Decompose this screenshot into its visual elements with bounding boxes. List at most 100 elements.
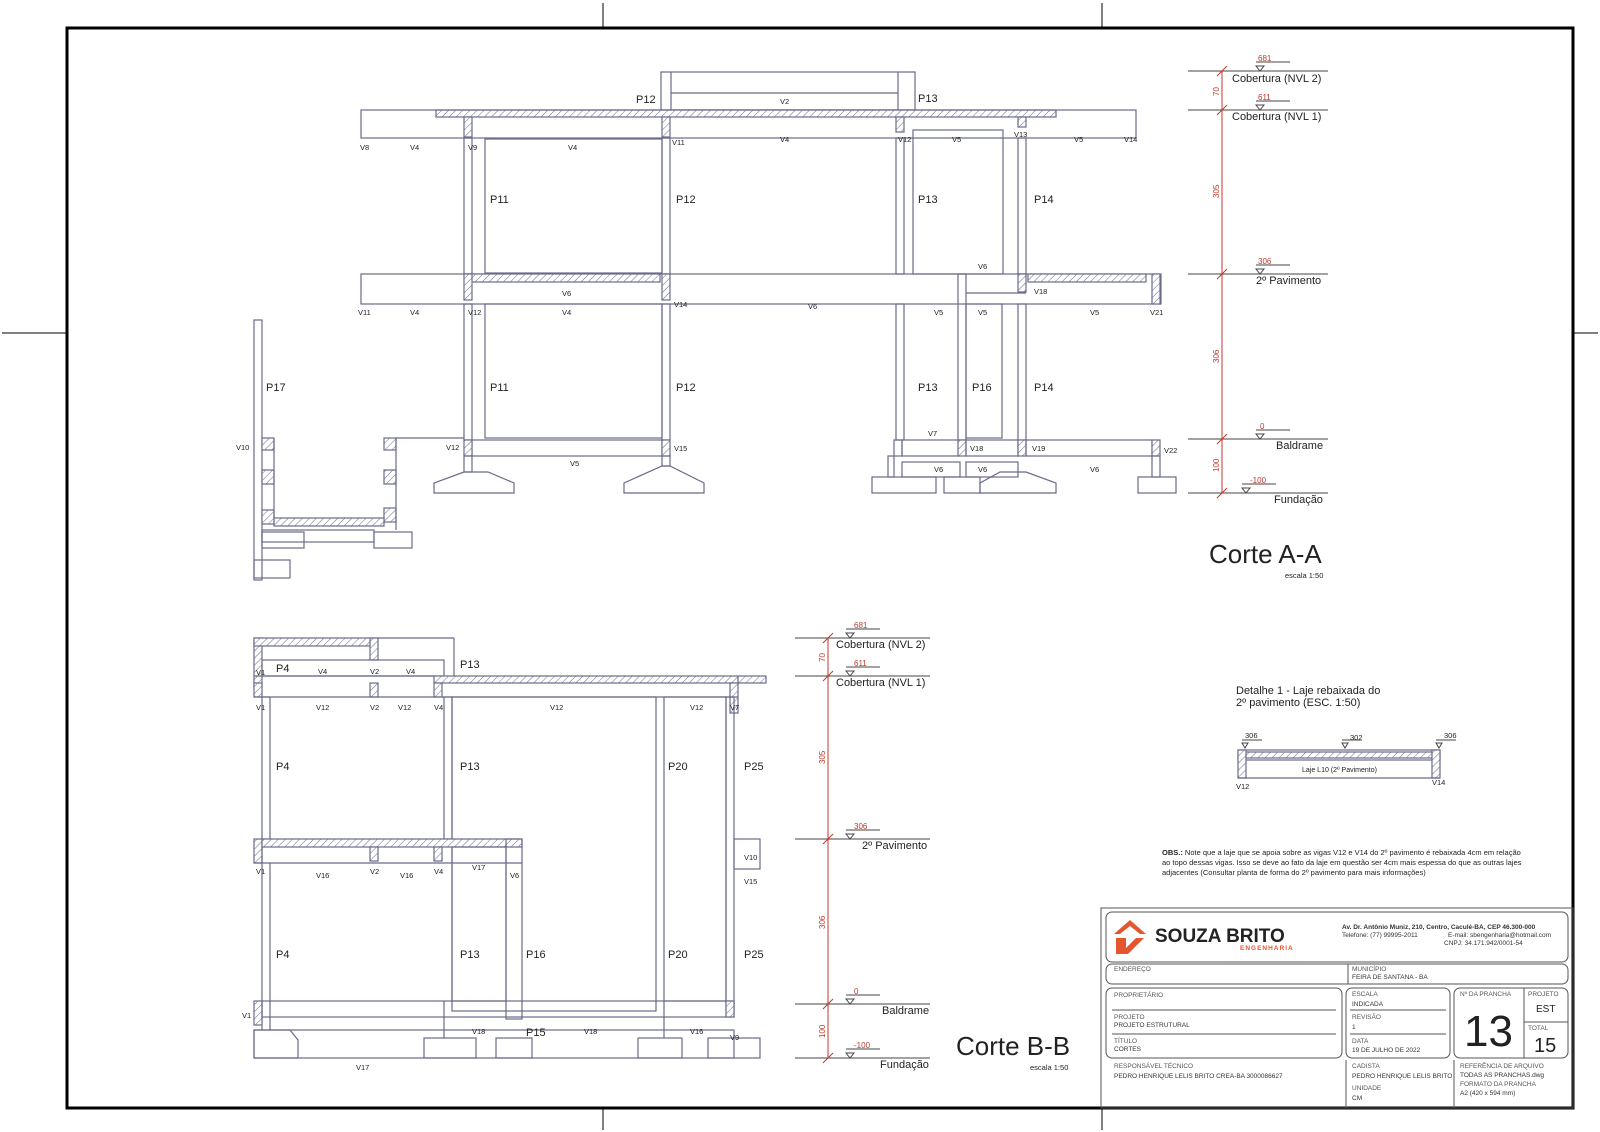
- beam-label: V6: [978, 262, 987, 271]
- title-block-frame: [1100, 907, 1574, 1109]
- company-logo-icon: [1114, 920, 1146, 954]
- aa-level-label: Cobertura (NVL 2): [1232, 73, 1321, 85]
- bb-level-elev: 681: [854, 621, 868, 630]
- beam-label: V5: [952, 135, 961, 144]
- bb-level-label: Baldrame: [882, 1005, 929, 1017]
- aa-dimension: 100: [1212, 458, 1221, 472]
- bb-dimension: 100: [818, 1024, 827, 1038]
- beam-label: V12: [446, 443, 459, 452]
- beam-label: V12: [316, 703, 329, 712]
- endereco-label: ENDEREÇO: [1114, 966, 1151, 973]
- company-subtitle: ENGENHARIA: [1240, 945, 1294, 952]
- beam-label: V18: [584, 1027, 597, 1036]
- referencia-label: REFERÊNCIA DE ARQUIVO: [1460, 1061, 1544, 1070]
- beam-label: V18: [970, 444, 983, 453]
- beam-label: V4: [410, 308, 419, 317]
- beam-label: V2: [370, 867, 379, 876]
- beam-label: V16: [690, 1027, 703, 1036]
- formato-value: A2 (420 x 594 mm): [1460, 1090, 1515, 1097]
- section-bb-drawing: [253, 637, 767, 1059]
- pillar-label: P16: [526, 949, 546, 961]
- obs-note-line3: adjacentes (Consultar planta de forma do…: [1162, 868, 1426, 877]
- beam-label: V18: [472, 1027, 485, 1036]
- company-phone: Telefone: (77) 99995-2011: [1342, 932, 1418, 939]
- section-bb-title: Corte B-B: [956, 1031, 1070, 1061]
- projeto-label: PROJETO: [1114, 1014, 1145, 1021]
- escala-value: INDICADA: [1352, 1001, 1384, 1008]
- beam-label: V15: [674, 444, 687, 453]
- detail-title: 2º pavimento (ESC. 1:50): [1236, 697, 1360, 709]
- aa-level-elev: 306: [1258, 257, 1272, 266]
- company-cnpj: CNPJ: 34.171.942/0001-54: [1444, 940, 1523, 947]
- pillar-label: P4: [276, 949, 289, 961]
- pillar-label: P11: [490, 382, 509, 394]
- beam-label: V6: [510, 871, 519, 880]
- pillar-label: P12: [636, 94, 656, 106]
- beam-label: V6: [808, 302, 817, 311]
- obs-note-line2: ao topo dessas vigas. Isso se deve ao fa…: [1162, 858, 1522, 867]
- aa-dimension: 305: [1212, 184, 1221, 198]
- unidade-value: CM: [1352, 1095, 1362, 1102]
- beam-label: V15: [744, 877, 757, 886]
- beam-label: V17: [356, 1063, 369, 1072]
- escala-label: ESCALA: [1352, 991, 1378, 998]
- detail-1-drawing: [1237, 739, 1456, 779]
- beam-label: V17: [472, 863, 485, 872]
- beam-label: V21: [1150, 308, 1163, 317]
- referencia-value: TODAS AS PRANCHAS.dwg: [1460, 1072, 1544, 1079]
- prancha-number: 13: [1464, 1007, 1513, 1056]
- bb-level-label: 2º Pavimento: [862, 840, 927, 852]
- beam-label: V4: [406, 667, 415, 676]
- cadista-value: PEDRO HENRIQUE LELIS BRITO: [1352, 1073, 1452, 1080]
- beam-label: V4: [318, 667, 327, 676]
- responsavel-value: PEDRO HENRIQUE LELIS BRITO CREA-BA 30000…: [1114, 1073, 1283, 1080]
- beam-label: V5: [1090, 308, 1099, 317]
- proprietario-label: PROPRIETÁRIO: [1114, 990, 1163, 999]
- aa-level-label: Fundação: [1274, 494, 1323, 506]
- aa-level-label: Baldrame: [1276, 440, 1323, 452]
- company-email: E-mail: sbengenharia@hotmail.com: [1448, 932, 1551, 939]
- beam-label: V11: [358, 308, 371, 317]
- pillar-label: P13: [460, 659, 480, 671]
- section-aa-levels: [1188, 61, 1328, 499]
- bb-level-elev: 611: [854, 659, 867, 668]
- beam-label: V12: [550, 703, 563, 712]
- pillar-label: P13: [918, 382, 938, 394]
- beam-label: V4: [780, 135, 789, 144]
- beam-label: V12: [468, 308, 481, 317]
- beam-label: V2: [370, 703, 379, 712]
- bb-dimension: 70: [818, 653, 827, 662]
- beam-label: V5: [1074, 135, 1083, 144]
- beam-label: V10: [744, 853, 757, 862]
- beam-label: V4: [410, 143, 419, 152]
- section-bb-levels: [795, 628, 930, 1064]
- beam-label: V6: [1090, 465, 1099, 474]
- bb-dimension: 305: [818, 750, 827, 764]
- beam-label: V13: [1014, 130, 1027, 139]
- beam-label: V12: [690, 703, 703, 712]
- company-name: SOUZA BRITO: [1155, 926, 1285, 947]
- pillar-label: P14: [1034, 194, 1054, 206]
- pillar-label: P25: [744, 949, 764, 961]
- beam-label: V7: [730, 703, 739, 712]
- beam-label: V19: [1032, 444, 1045, 453]
- beam-label: V11: [672, 138, 685, 147]
- unidade-label: UNIDADE: [1352, 1085, 1382, 1092]
- bb-dimension: 306: [818, 915, 827, 929]
- pillar-label: P15: [526, 1027, 546, 1039]
- beam-label: V14: [1124, 135, 1137, 144]
- beam-label: V22: [1164, 446, 1177, 455]
- municipio-label: MUNICÍPIO: [1352, 964, 1386, 973]
- projeto-code-label: PROJETO: [1528, 991, 1559, 998]
- titulo-label: TÍTULO: [1114, 1036, 1137, 1045]
- beam-label: V7: [928, 429, 937, 438]
- beam-label: V2: [780, 97, 789, 106]
- beam-label: V16: [316, 871, 329, 880]
- beam-label: V14: [674, 300, 687, 309]
- obs-text: Note que a laje que se apoia sobre as vi…: [1183, 848, 1521, 857]
- formato-label: FORMATO DA PRANCHA: [1460, 1081, 1537, 1088]
- pillar-label: P4: [276, 663, 289, 675]
- aa-dimension: 70: [1212, 87, 1221, 96]
- pillar-label: P20: [668, 761, 688, 773]
- section-aa-drawing: [253, 71, 1177, 581]
